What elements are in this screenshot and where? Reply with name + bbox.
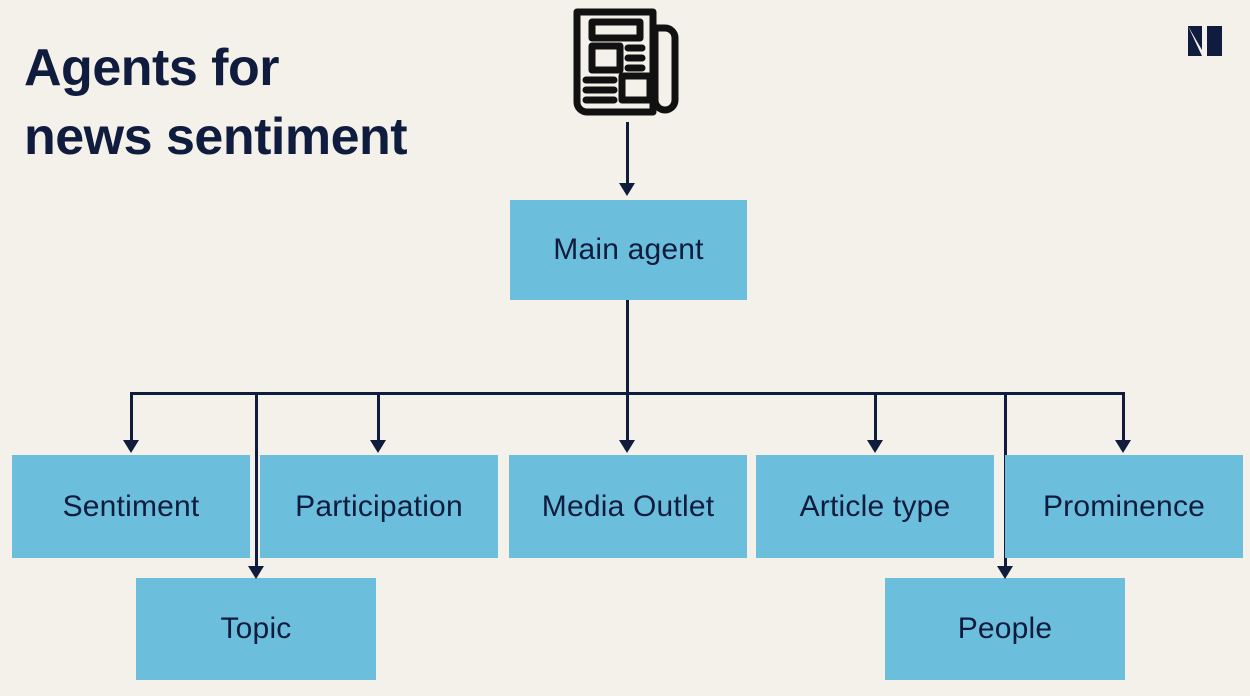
node-topic-label: Topic <box>220 612 292 645</box>
node-sentiment[interactable]: Sentiment <box>12 455 250 558</box>
node-people-label: People <box>957 612 1053 645</box>
node-topic[interactable]: Topic <box>136 578 376 680</box>
arrowhead-people <box>997 566 1013 579</box>
connector-bus-to-topic <box>255 392 258 574</box>
arrowhead-topic <box>248 566 264 579</box>
newspaper-icon <box>570 4 685 120</box>
node-article-type-label: Article type <box>799 489 951 523</box>
arrowhead-sentiment <box>123 440 139 453</box>
connector-source-to-main <box>626 122 629 186</box>
arrowhead-media-outlet <box>619 440 635 453</box>
brand-logo-icon <box>1184 20 1228 62</box>
connector-bus-to-prominence <box>1122 392 1125 444</box>
arrowhead-prominence <box>1115 440 1131 453</box>
node-main-agent[interactable]: Main agent <box>510 200 747 300</box>
node-people[interactable]: People <box>885 578 1125 680</box>
arrowhead-participation <box>370 440 386 453</box>
node-media-outlet-label: Media Outlet <box>541 489 715 523</box>
node-sentiment-label: Sentiment <box>62 489 200 523</box>
node-participation-label: Participation <box>295 489 463 523</box>
node-prominence[interactable]: Prominence <box>1005 455 1243 558</box>
connector-bus-to-media-outlet <box>626 392 629 444</box>
connector-bus-to-sentiment <box>130 392 133 444</box>
arrowhead-source-to-main <box>619 183 635 196</box>
node-participation[interactable]: Participation <box>260 455 498 558</box>
arrowhead-article-type <box>867 440 883 453</box>
connector-main-to-bus <box>626 300 629 395</box>
connector-bus-to-article-type <box>874 392 877 444</box>
node-prominence-label: Prominence <box>1042 489 1206 523</box>
node-article-type[interactable]: Article type <box>756 455 994 558</box>
node-main-agent-label: Main agent <box>553 233 704 266</box>
connector-bus-to-participation <box>377 392 380 444</box>
node-media-outlet[interactable]: Media Outlet <box>509 455 747 558</box>
page-title: Agents for news sentiment <box>24 39 408 166</box>
